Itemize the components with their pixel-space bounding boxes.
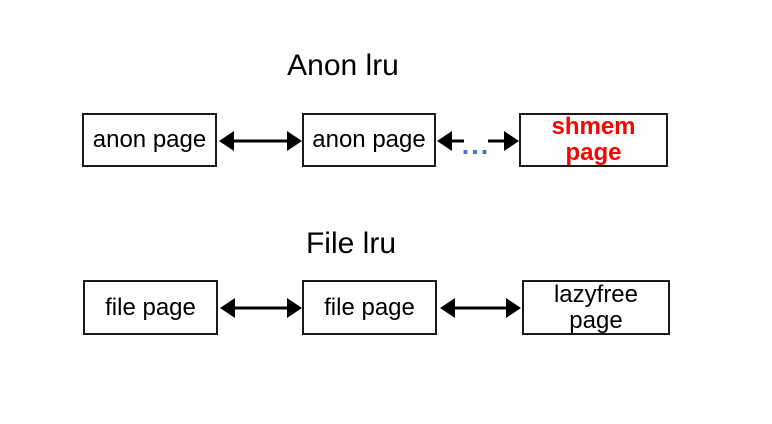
lazyfree-page-label: lazyfree page	[553, 280, 639, 334]
anon-page-box-1: anon page	[82, 113, 217, 167]
anon-page-box-2: anon page	[302, 113, 436, 167]
anon-page-label-1: anon page	[92, 126, 207, 153]
file-page-label-2: file page	[324, 293, 415, 321]
file-page-label-1: file page	[105, 293, 196, 321]
shmem-page-label: shmem page	[551, 113, 636, 166]
double-arrow-icon	[440, 298, 521, 318]
file-page-box-1: file page	[83, 280, 218, 335]
ellipsis-dots: ...	[461, 130, 491, 160]
double-arrow-icon	[220, 298, 302, 318]
double-arrow-icon	[219, 131, 302, 151]
right-arrow-icon	[488, 131, 519, 151]
file-page-box-2: file page	[302, 280, 437, 335]
shmem-page-box: shmem page	[519, 113, 668, 167]
file-lru-title: File lru	[305, 227, 396, 260]
lazyfree-page-box: lazyfree page	[522, 280, 670, 335]
anon-page-label-2: anon page	[312, 126, 426, 153]
anon-lru-title: Anon lru	[287, 49, 399, 82]
left-arrow-icon	[437, 131, 464, 151]
